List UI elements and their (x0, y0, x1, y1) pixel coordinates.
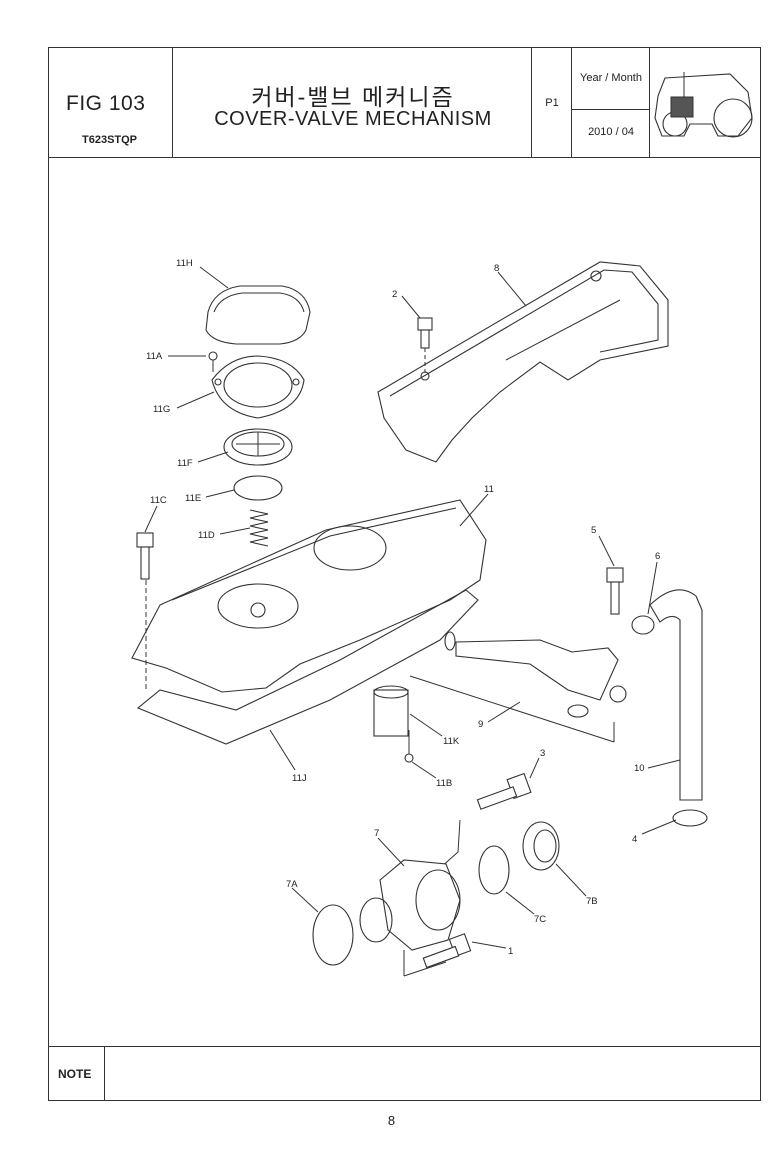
callout-6: 6 (655, 551, 660, 562)
page-frame (48, 47, 761, 1101)
part-7A-oring (312, 904, 354, 966)
callout-11E: 11E (185, 493, 201, 504)
callout-10: 10 (634, 763, 645, 774)
part-11-rocker-cover (131, 499, 487, 693)
issue-date: 2010 / 04 (588, 126, 634, 138)
title-english: COVER-VALVE MECHANISM (214, 108, 492, 130)
callout-11B: 11B (436, 778, 452, 789)
part-2-bolt (417, 317, 433, 374)
part-9-pipe (409, 631, 627, 743)
callout-7: 7 (374, 828, 379, 839)
callout-11: 11 (484, 484, 494, 495)
part-11H-cap (205, 285, 311, 345)
callout-1: 1 (508, 946, 513, 957)
note-divider (48, 1046, 761, 1048)
part-11D-spring (249, 509, 269, 547)
model-code: T623STQP (82, 134, 138, 146)
callout-11C: 11C (150, 495, 167, 506)
callout-9: 9 (478, 719, 483, 730)
year-month-label: Year / Month (580, 72, 642, 84)
leader-lines (144, 266, 681, 949)
part-7-housing (359, 859, 461, 977)
callout-7A: 7A (286, 879, 298, 890)
callout-11G: 11G (153, 404, 170, 415)
header-col-4 (649, 47, 651, 157)
header-col-1 (172, 47, 174, 157)
part-1-bolt (422, 933, 472, 969)
part-6-clamp (631, 615, 655, 635)
part-11A-screw (208, 351, 218, 372)
part-10-hose (649, 589, 703, 801)
callout-11F: 11F (177, 458, 193, 469)
callout-7B: 7B (586, 896, 598, 907)
part-5-bolt (606, 567, 624, 615)
callout-4: 4 (632, 834, 637, 845)
header-col-3 (571, 47, 573, 157)
part-4-clamp (672, 809, 708, 827)
callout-11A: 11A (146, 351, 163, 362)
part-11K-body (373, 685, 409, 737)
figure-number: FIG 103 (66, 92, 146, 115)
header-col-2 (531, 47, 533, 157)
yearmonth-divider (571, 109, 649, 111)
part-11J-gasket (136, 589, 479, 745)
part-11E-disc (233, 475, 283, 501)
part-8-cover (377, 261, 669, 463)
callout-11H: 11H (176, 258, 193, 269)
callout-3: 3 (540, 748, 545, 759)
callout-11D: 11D (198, 530, 215, 541)
title-korean: 커버-밸브 메커니즘 (251, 84, 455, 110)
tractor-icon (654, 72, 753, 138)
part-11F-diaphragm (223, 428, 293, 466)
note-label: NOTE (58, 1067, 92, 1081)
callout-2: 2 (392, 289, 397, 300)
part-11G-plate (211, 355, 305, 419)
callout-8: 8 (494, 263, 499, 274)
page-ref: P1 (545, 97, 559, 109)
part-7C-oring (478, 845, 510, 895)
page-number: 8 (387, 1113, 396, 1128)
callout-7C: 7C (534, 914, 546, 925)
part-11C-bolt (136, 532, 154, 580)
callout-11K: 11K (443, 736, 460, 747)
part-11B-screw (404, 730, 414, 763)
header-divider (48, 157, 761, 159)
callout-11J: 11J (292, 773, 307, 784)
note-col (104, 1046, 106, 1101)
callout-5: 5 (591, 525, 596, 536)
part-7B-cap (522, 821, 560, 871)
